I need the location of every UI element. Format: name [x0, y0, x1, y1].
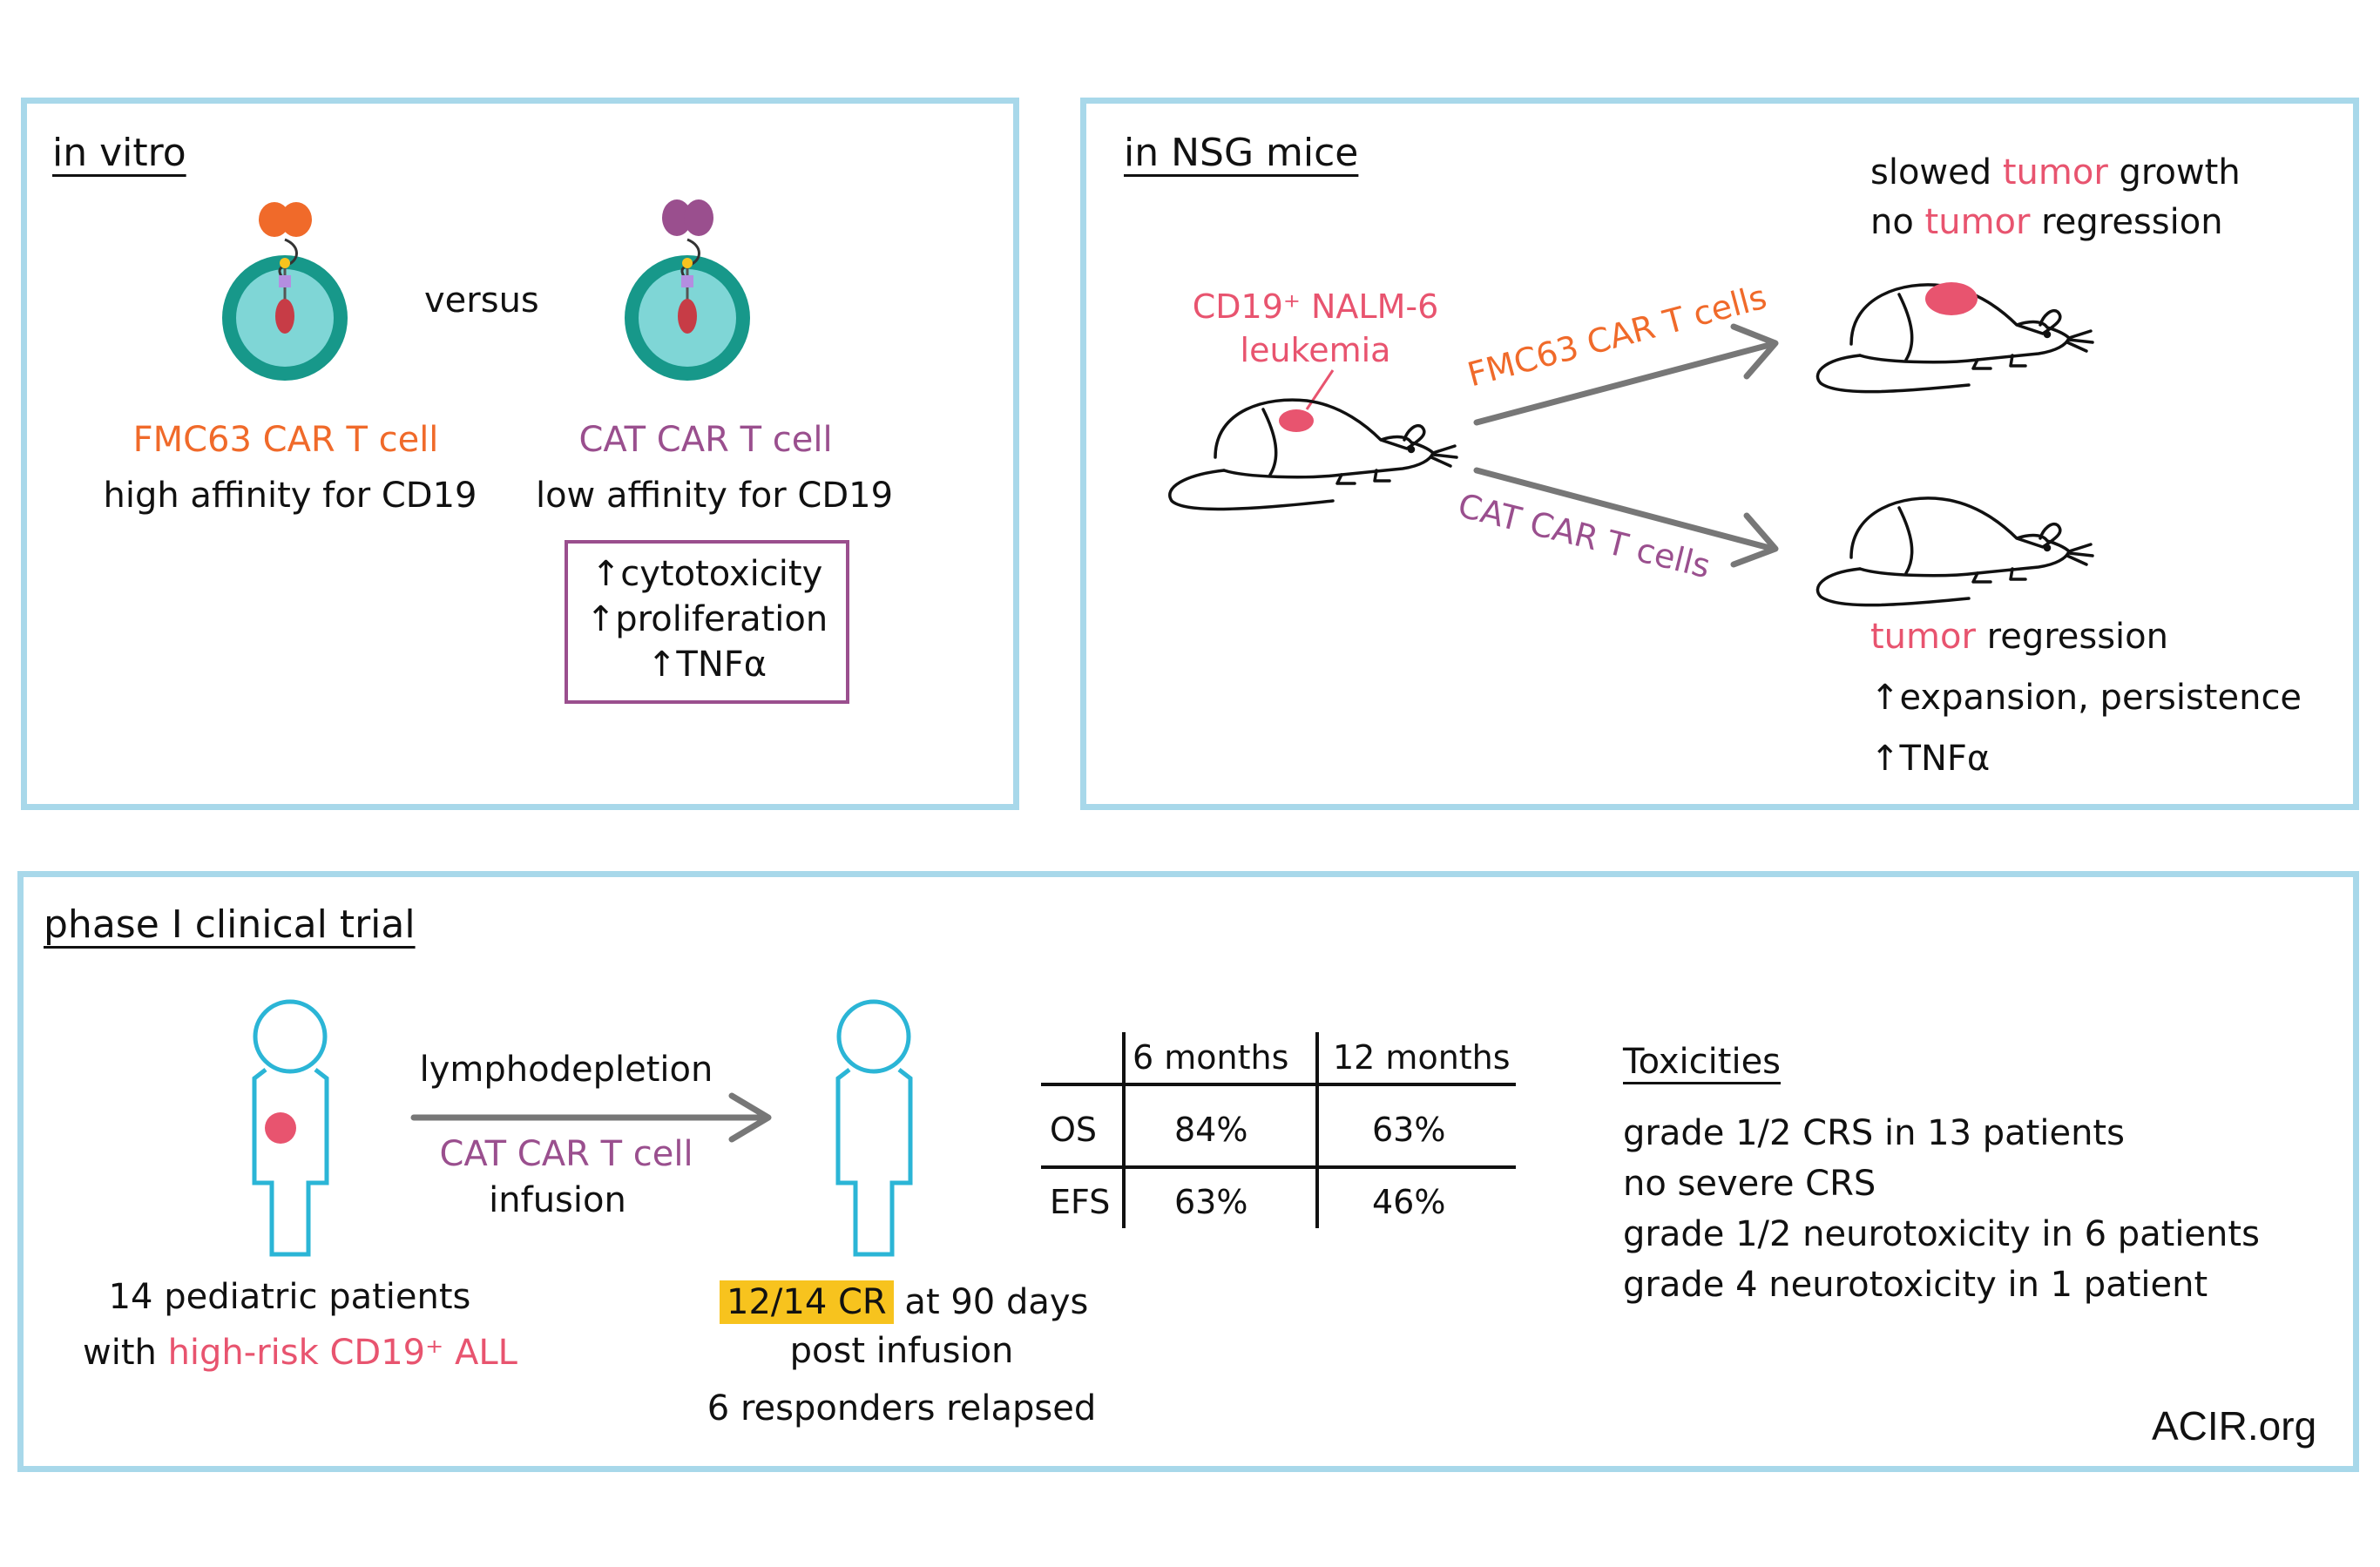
patient-after-icon: [835, 999, 913, 1257]
response-line1: 12/14 CR at 90 days: [720, 1280, 1088, 1324]
effect-proliferation: ↑proliferation: [585, 599, 828, 639]
cat-outcome-line1: tumor regression: [1870, 617, 2168, 657]
mice-title: in NSG mice: [1124, 131, 1359, 175]
mouse-source-icon: [1168, 398, 1458, 511]
arrow-label-infusion: infusion: [489, 1180, 626, 1220]
tumor-word: tumor: [2002, 152, 2108, 192]
response-line2: post infusion: [789, 1331, 1014, 1371]
toxicity-item: grade 1/2 CRS in 13 patients: [1623, 1113, 2125, 1153]
arrow-label-cat-car-t: CAT CAR T cell: [439, 1134, 693, 1174]
high-risk-all-label: high-risk CD19⁺ ALL: [167, 1333, 517, 1373]
versus-label: versus: [424, 280, 539, 321]
leukemia-label-line1: CD19⁺ NALM-6: [1192, 287, 1439, 326]
effect-cytotoxicity: ↑cytotoxicity: [591, 554, 823, 594]
fmc63-cell-label: FMC63 CAR T cell: [132, 420, 439, 460]
tumor-word: tumor: [1924, 202, 2031, 242]
effect-tnf: ↑TNFα: [646, 645, 767, 685]
fmc63-cell-description: high affinity for CD19: [103, 476, 477, 516]
trial-title: phase I clinical trial: [44, 902, 416, 947]
table-row-label-os: OS: [1050, 1111, 1098, 1149]
response-line3: 6 responders relapsed: [707, 1388, 1097, 1429]
table-row-label-efs: EFS: [1050, 1183, 1111, 1221]
cat-cell-label: CAT CAR T cell: [578, 420, 833, 460]
tumor-word: tumor: [1870, 617, 1976, 657]
complete-response-highlight: 12/14 CR: [720, 1280, 894, 1324]
patients-line2: with high-risk CD19⁺ ALL: [83, 1333, 517, 1373]
patient-before-icon: [252, 999, 329, 1257]
fmc63-car-t-cell-icon: [222, 202, 348, 381]
mouse-fmc63-result-icon: [1815, 283, 2094, 394]
table-cell-efs-6m: 63%: [1174, 1183, 1248, 1221]
invitro-panel: [21, 98, 1019, 810]
table-cell-os-6m: 84%: [1174, 1111, 1248, 1149]
cat-cell-description: low affinity for CD19: [535, 476, 894, 516]
cat-outcome-line3: ↑TNFα: [1870, 739, 1991, 779]
mouse-cat-result-icon: [1815, 496, 2094, 607]
table-header-12-months: 12 months: [1333, 1038, 1511, 1077]
arrow-label-lymphodepletion: lymphodepletion: [419, 1050, 713, 1090]
trial-panel: [17, 871, 2359, 1472]
cat-car-t-cell-icon: [625, 199, 750, 381]
invitro-title: in vitro: [52, 131, 186, 175]
toxicity-item: grade 4 neurotoxicity in 1 patient: [1623, 1265, 2208, 1305]
table-cell-efs-12m: 46%: [1372, 1183, 1446, 1221]
toxicity-item: no severe CRS: [1623, 1164, 1876, 1204]
patients-line1: 14 pediatric patients: [108, 1277, 471, 1317]
toxicity-item: grade 1/2 neurotoxicity in 6 patients: [1623, 1214, 2260, 1254]
leukemia-label-line2: leukemia: [1240, 331, 1391, 369]
brand-logo-text: ACIR.org: [2152, 1403, 2317, 1449]
mice-panel: [1080, 98, 2359, 810]
fmc63-outcome-line1: slowed tumor growth: [1870, 152, 2241, 192]
cat-outcome-line2: ↑expansion, persistence: [1870, 678, 2302, 718]
invitro-effects-box: [565, 540, 849, 704]
table-cell-os-12m: 63%: [1372, 1111, 1446, 1149]
toxicities-title: Toxicities: [1623, 1042, 1782, 1082]
tumor-icon: [265, 1112, 296, 1144]
table-header-6-months: 6 months: [1133, 1038, 1289, 1077]
treatment-arrow-icon: [410, 1092, 772, 1143]
fmc63-outcome-line2: no tumor regression: [1870, 202, 2223, 242]
arrow-fmc63-icon: [1473, 323, 1779, 426]
arrow-cat-icon: [1473, 467, 1779, 568]
survival-table-grid: [1041, 1032, 1516, 1228]
